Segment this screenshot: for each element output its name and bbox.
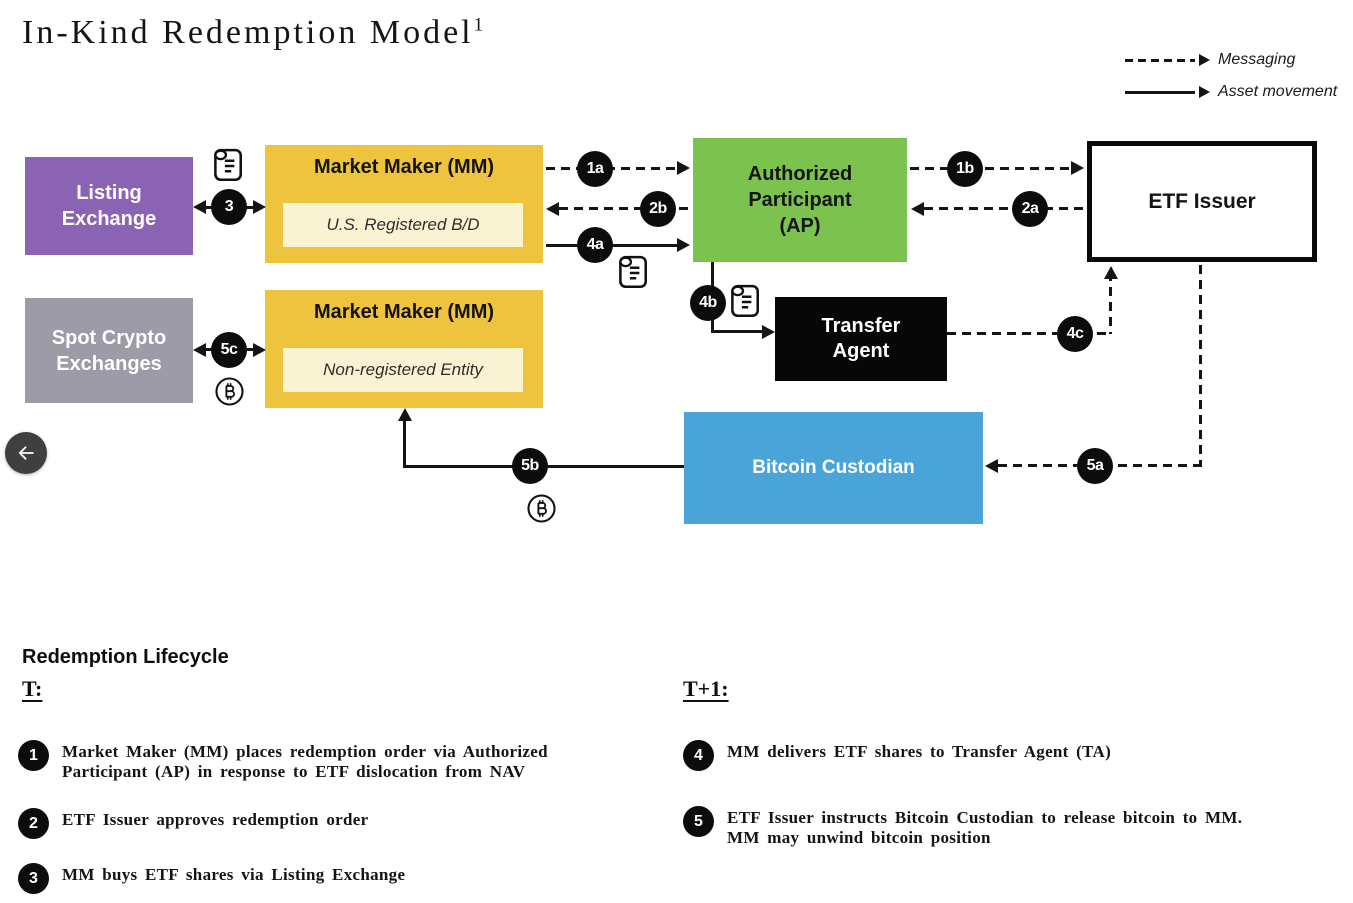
arrowhead-icon	[1071, 161, 1084, 175]
node-listing-exchange: Listing Exchange	[25, 157, 193, 255]
flow-line-4c-vertical	[1109, 272, 1112, 334]
arrowhead-icon	[398, 408, 412, 421]
scroll-icon	[619, 255, 647, 288]
node-market-maker-nonregistered-subtitle: Non-registered Entity	[283, 348, 523, 392]
back-arrow-icon	[18, 446, 34, 460]
arrowhead-icon	[1104, 266, 1118, 279]
step-number-badge: 1	[18, 740, 49, 771]
bitcoin-icon	[215, 377, 244, 406]
step-number-badge: 4	[683, 740, 714, 771]
legend-messaging-row: Messaging	[1125, 48, 1337, 72]
step-text: MM buys ETF shares via Listing Exchange	[62, 865, 406, 884]
back-button[interactable]	[5, 432, 47, 474]
legend-asset-row: Asset movement	[1125, 80, 1337, 104]
node-authorized-participant: Authorized Participant (AP)	[693, 138, 907, 262]
node-spot-crypto-exchanges: Spot Crypto Exchanges	[25, 298, 193, 403]
lifecycle-step: 5 ETF Issuer instructs Bitcoin Custodian…	[683, 806, 1333, 848]
arrowhead-icon	[1199, 54, 1210, 66]
flow-line-4b-horizontal	[711, 330, 762, 333]
step-badge-5b: 5b	[512, 448, 548, 484]
node-market-maker-registered: Market Maker (MM) U.S. Registered B/D	[265, 145, 543, 263]
arrowhead-icon	[253, 343, 266, 357]
step-badge-2a: 2a	[1012, 191, 1048, 227]
arrowhead-icon	[677, 161, 690, 175]
lifecycle-step: 3 MM buys ETF shares via Listing Exchang…	[18, 863, 628, 894]
lifecycle-step: 1 Market Maker (MM) places redemption or…	[18, 740, 628, 782]
step-text: Market Maker (MM) places redemption orde…	[62, 742, 548, 781]
node-etf-issuer: ETF Issuer	[1087, 141, 1317, 262]
arrowhead-icon	[762, 325, 775, 339]
page-title-text: In-Kind Redemption Model	[22, 14, 474, 51]
node-market-maker-nonregistered-title: Market Maker (MM)	[313, 301, 495, 323]
step-badge-2b: 2b	[640, 191, 676, 227]
legend-messaging-label: Messaging	[1218, 51, 1296, 68]
scroll-icon	[214, 148, 242, 181]
flow-line-4c-horizontal	[947, 332, 1112, 335]
flow-line-1b	[910, 167, 1071, 170]
scroll-icon	[731, 284, 759, 317]
node-market-maker-nonregistered: Market Maker (MM) Non-registered Entity	[265, 290, 543, 408]
legend-asset-label: Asset movement	[1218, 83, 1338, 100]
bitcoin-icon	[527, 494, 556, 523]
step-text: ETF Issuer approves redemption order	[62, 810, 369, 829]
arrowhead-icon	[253, 200, 266, 214]
step-badge-4a: 4a	[577, 227, 613, 263]
step-number-badge: 5	[683, 806, 714, 837]
lifecycle-step: 4 MM delivers ETF shares to Transfer Age…	[683, 740, 1333, 771]
arrowhead-icon	[193, 200, 206, 214]
arrowhead-icon	[1199, 86, 1210, 98]
step-badge-3: 3	[211, 189, 247, 225]
node-bitcoin-custodian: Bitcoin Custodian	[684, 412, 983, 524]
node-transfer-agent: Transfer Agent	[775, 297, 947, 381]
step-badge-5c: 5c	[211, 332, 247, 368]
step-badge-5a: 5a	[1077, 448, 1113, 484]
lifecycle-heading: Redemption Lifecycle	[22, 646, 229, 668]
step-text: ETF Issuer instructs Bitcoin Custodian t…	[727, 808, 1243, 847]
arrowhead-icon	[985, 459, 998, 473]
step-number-badge: 2	[18, 808, 49, 839]
step-number-badge: 3	[18, 863, 49, 894]
arrowhead-icon	[546, 202, 559, 216]
arrowhead-icon	[911, 202, 924, 216]
step-badge-1a: 1a	[577, 151, 613, 187]
lifecycle-col-t-heading: T:	[22, 676, 43, 701]
solid-line-sample	[1125, 90, 1195, 94]
node-market-maker-registered-subtitle: U.S. Registered B/D	[283, 203, 523, 247]
step-text: MM delivers ETF shares to Transfer Agent…	[727, 742, 1112, 761]
flow-line-2a	[924, 207, 1087, 210]
legend: Messaging Asset movement	[1125, 48, 1337, 112]
arrowhead-icon	[193, 343, 206, 357]
step-badge-4b: 4b	[690, 285, 726, 321]
flow-line-2b	[559, 207, 693, 210]
lifecycle-col-t1-heading: T+1:	[683, 676, 729, 701]
lifecycle-step: 2 ETF Issuer approves redemption order	[18, 808, 628, 839]
step-badge-1b: 1b	[947, 151, 983, 187]
arrowhead-icon	[677, 238, 690, 252]
step-badge-4c: 4c	[1057, 316, 1093, 352]
flow-line-5a-vertical	[1199, 265, 1202, 465]
dashed-line-sample	[1125, 58, 1195, 62]
flow-line-5b-vertical	[403, 413, 406, 467]
footnote-marker: 1	[473, 14, 484, 36]
node-market-maker-registered-title: Market Maker (MM)	[313, 156, 495, 178]
page-title: In-Kind Redemption Model1	[22, 14, 483, 52]
